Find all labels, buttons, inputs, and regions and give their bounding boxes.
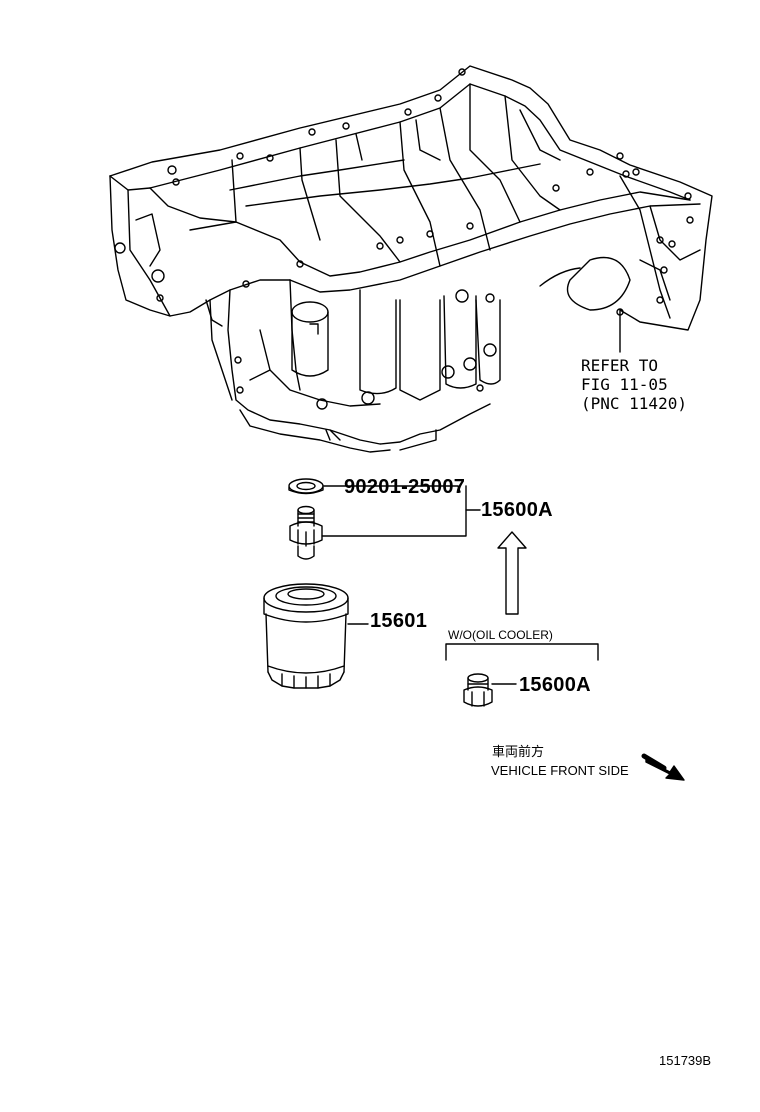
front-side-label-jp: 車両前方 (492, 744, 545, 759)
gasket-illustration (288, 478, 461, 495)
front-direction-arrow (641, 753, 685, 781)
plug-part-number: 15600A (519, 674, 591, 696)
reference-line-2: FIG 11-05 (581, 375, 668, 394)
reference-note: REFER TO FIG 11-05 (PNC 11420) (581, 356, 687, 413)
figure-id: 151739B (659, 1053, 712, 1068)
variant-label: W/O(OIL COOLER) (448, 628, 553, 642)
gasket-part-number: 90201-25007 (344, 476, 466, 498)
oil-filter-illustration (263, 583, 369, 689)
assembly-arrow (497, 531, 527, 615)
union-assembly-part-number: 15600A (481, 499, 553, 521)
reference-line-1: REFER TO (581, 356, 659, 375)
oil-pan-illustration (109, 65, 713, 453)
variant-bracket (445, 643, 599, 661)
reference-line-3: (PNC 11420) (581, 394, 687, 413)
oil-filter-part-number: 15601 (370, 610, 428, 632)
union-bolt-illustration (289, 485, 481, 560)
plug-illustration (463, 673, 517, 707)
front-side-label: VEHICLE FRONT SIDE (491, 763, 629, 778)
